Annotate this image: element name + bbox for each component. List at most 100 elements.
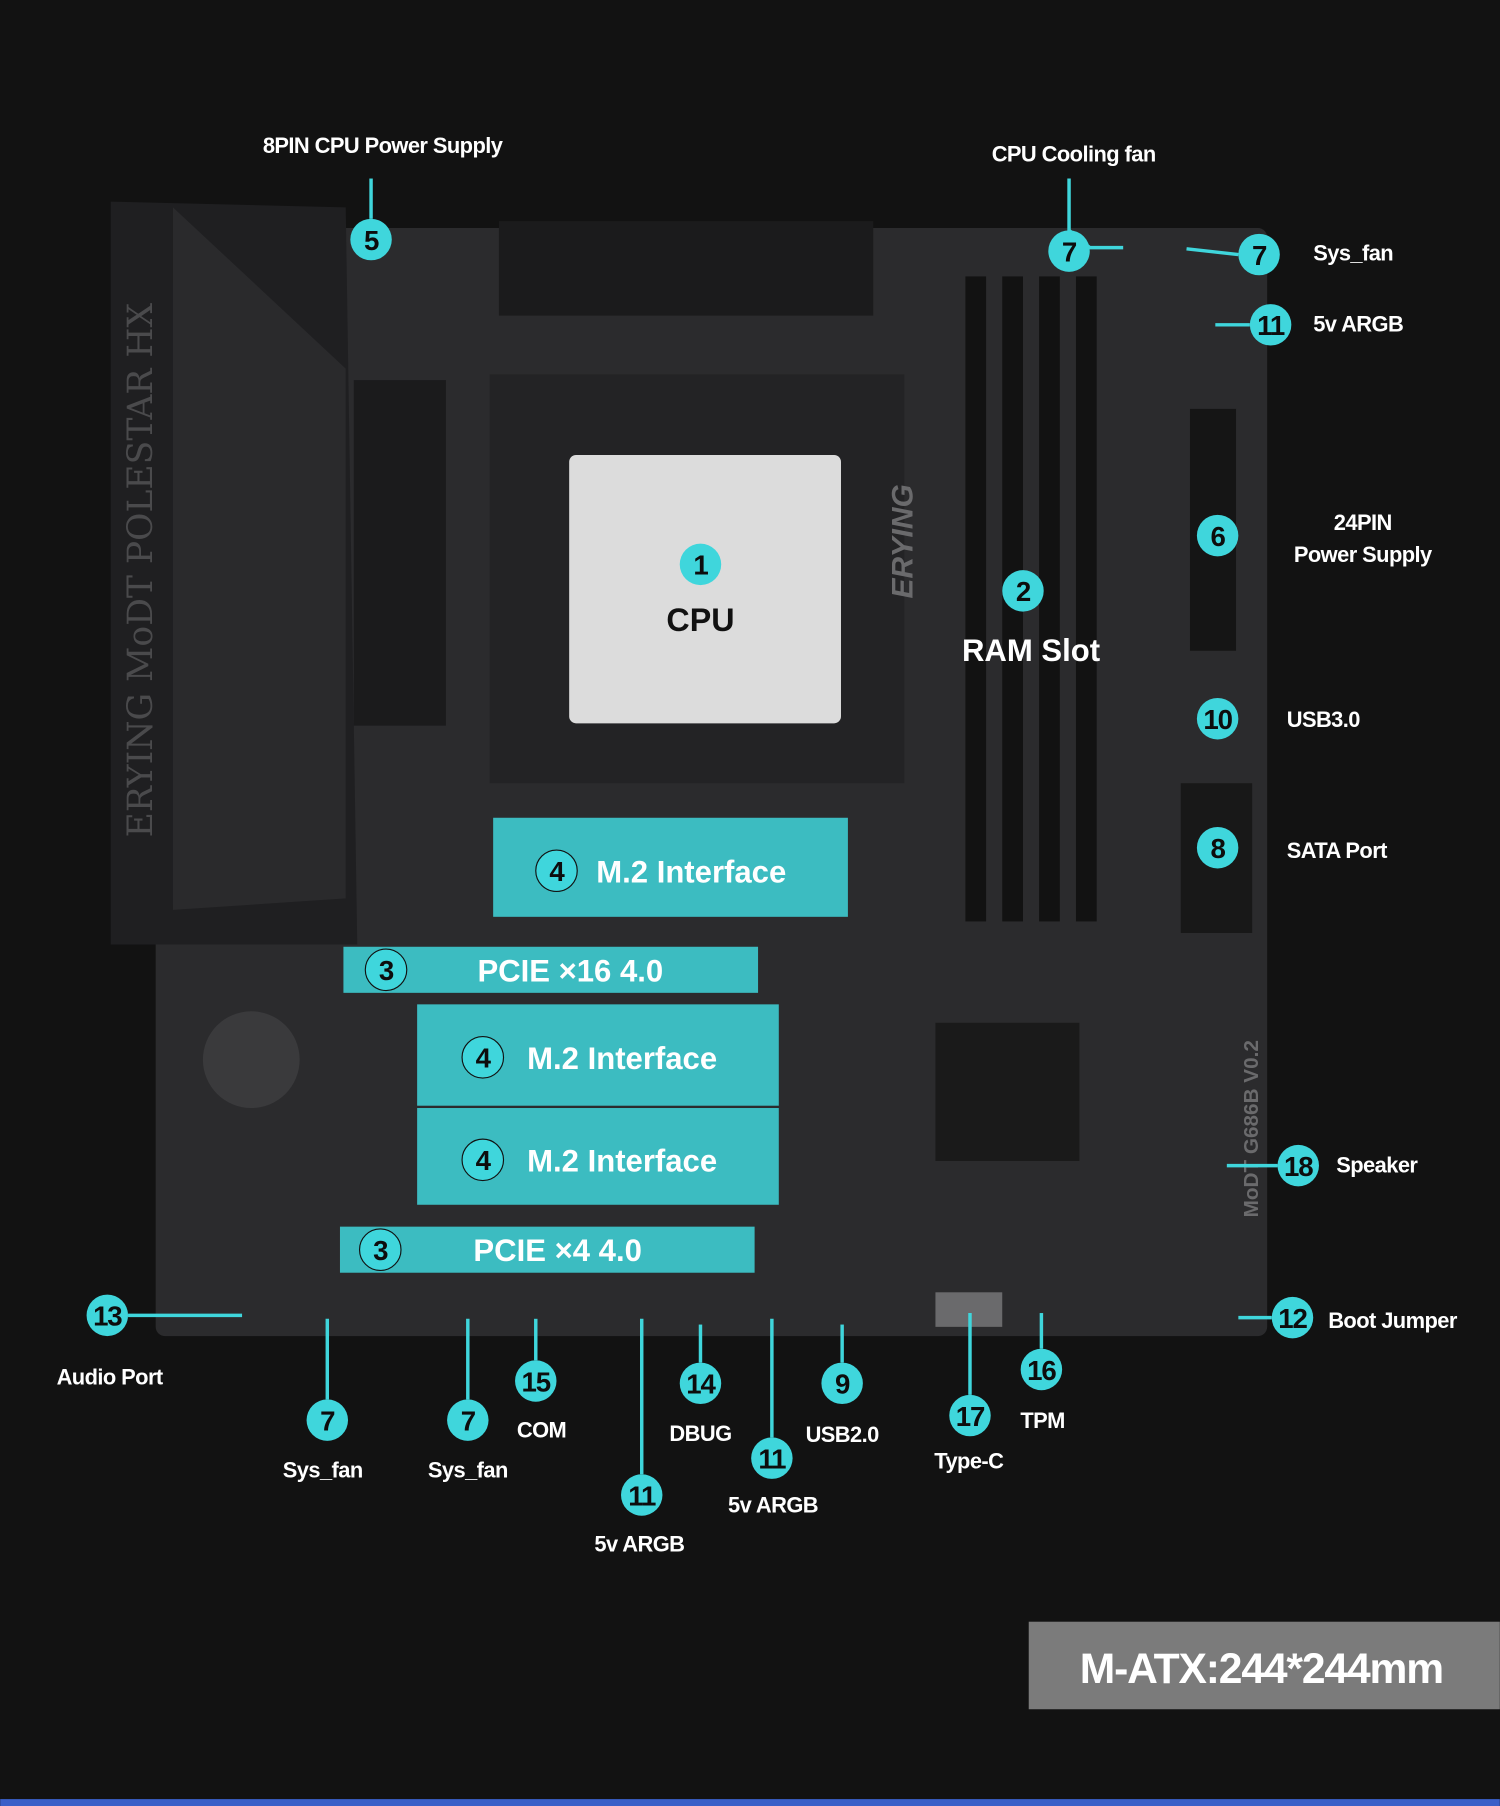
callout-number: 4 xyxy=(476,1145,492,1176)
callout-label: 5v ARGB xyxy=(1313,312,1403,337)
ram-slots xyxy=(965,276,1097,922)
highlight-label: M.2 Interface xyxy=(596,854,786,889)
leader-line xyxy=(1186,247,1239,257)
callout-badge xyxy=(1048,230,1090,272)
board-brand-print: ERYING xyxy=(886,484,919,598)
ram-slot xyxy=(1075,276,1097,922)
bottom-bar xyxy=(0,1799,1500,1806)
callout-badge xyxy=(1002,570,1044,612)
vrm-heatsink-left xyxy=(353,380,446,726)
callout-number: 18 xyxy=(1284,1151,1313,1182)
callout-number: 8 xyxy=(1211,833,1226,864)
vrm-heatsink-top xyxy=(498,221,874,316)
callout-badge xyxy=(358,1228,402,1271)
callout-badge xyxy=(86,1294,129,1337)
callout-number: 11 xyxy=(758,1444,786,1475)
callout-badge xyxy=(821,1362,863,1405)
callout-label: Audio Port xyxy=(57,1364,164,1389)
callout-number: 7 xyxy=(320,1406,335,1437)
highlight-label: PCIE ×4 4.0 xyxy=(473,1233,641,1268)
form-factor-text: M-ATX:244*244mm xyxy=(1080,1645,1443,1693)
cpu-socket xyxy=(569,454,841,724)
callout-label: USB2.0 xyxy=(806,1422,880,1447)
callout-label: CPU Cooling fan xyxy=(992,141,1156,166)
callout-label: Sys_fan xyxy=(1313,240,1393,265)
cpu-label: CPU xyxy=(666,602,734,638)
callout-badge xyxy=(461,1036,505,1079)
callout-label: 24PIN xyxy=(1334,510,1392,535)
callout-badge xyxy=(1196,697,1239,740)
callout-badge xyxy=(1238,233,1280,276)
callout-label: USB3.0 xyxy=(1287,707,1361,732)
callout-badge xyxy=(1249,304,1292,346)
callout-label: 5v ARGB xyxy=(594,1531,684,1556)
callout-badge xyxy=(461,1138,505,1182)
callout-label: Type-C xyxy=(934,1449,1004,1474)
callout-badge xyxy=(621,1474,663,1516)
cmos-battery xyxy=(202,1011,300,1109)
callout-badge xyxy=(447,1399,489,1441)
callout-label: Speaker xyxy=(1336,1153,1418,1178)
callout-label: 8PIN CPU Power Supply xyxy=(263,133,504,158)
callout-label: DBUG xyxy=(669,1421,731,1446)
callout-badge xyxy=(679,1362,722,1405)
ram-label: RAM Slot xyxy=(962,633,1100,668)
callout-number: 7 xyxy=(1062,236,1077,267)
callout-number: 6 xyxy=(1211,521,1226,552)
callout-number: 7 xyxy=(461,1406,476,1437)
callout-badge xyxy=(364,948,408,992)
callout-badge xyxy=(535,849,578,893)
callout-number: 9 xyxy=(835,1369,850,1400)
highlight-pcie-slot xyxy=(339,1226,755,1273)
callout-label: COM xyxy=(517,1417,566,1442)
callout-badge xyxy=(1196,826,1239,869)
board-revision-print: MoDT G686B V0.2 xyxy=(1240,1040,1263,1217)
callout-number: 12 xyxy=(1278,1303,1307,1334)
callout-number: 11 xyxy=(1257,310,1285,341)
callout-number: 16 xyxy=(1027,1355,1056,1386)
callout-badge xyxy=(515,1360,557,1402)
highlight-label: PCIE ×16 4.0 xyxy=(477,953,663,988)
callout-badge xyxy=(1196,514,1239,557)
callout-number: 7 xyxy=(1252,240,1267,271)
callout-number: 14 xyxy=(686,1369,716,1400)
ram-slot xyxy=(965,276,987,922)
callout-badge xyxy=(949,1394,991,1437)
callout-badge xyxy=(679,543,722,586)
callout-label: SATA Port xyxy=(1287,838,1388,863)
highlight-label: M.2 Interface xyxy=(527,1143,717,1178)
callout-number: 3 xyxy=(373,1235,388,1266)
callout-label: 5v ARGB xyxy=(728,1492,818,1517)
callout-number: 4 xyxy=(476,1043,492,1074)
callout-badge xyxy=(1277,1144,1319,1187)
callout-number: 5 xyxy=(364,225,379,256)
callout-label: Boot Jumper xyxy=(1328,1308,1458,1333)
callout-badge xyxy=(350,218,392,261)
callout-badge xyxy=(751,1437,793,1479)
chipset-heatsink xyxy=(935,1022,1080,1161)
callout-number: 13 xyxy=(93,1301,122,1332)
callout-label: Sys_fan xyxy=(428,1458,508,1483)
callout-number: 10 xyxy=(1203,704,1232,735)
ram-slot xyxy=(1039,276,1060,922)
callout-number: 11 xyxy=(628,1480,656,1511)
form-factor-badge: M-ATX:244*244mm xyxy=(1028,1621,1500,1710)
callout-label: TPM xyxy=(1020,1408,1064,1433)
highlight-pcie-slot xyxy=(343,946,759,993)
callout-badge xyxy=(306,1399,349,1441)
callout-number: 2 xyxy=(1016,576,1031,607)
callout-label: Power Supply xyxy=(1294,542,1433,567)
callout-number: 4 xyxy=(549,856,565,887)
callout-number: 17 xyxy=(956,1401,985,1432)
highlight-label: M.2 Interface xyxy=(527,1041,717,1076)
callout-label: Sys_fan xyxy=(283,1458,363,1483)
callout-badge xyxy=(1020,1348,1063,1391)
callout-number: 3 xyxy=(379,955,394,986)
board-model-print: ERYING MoDT POLESTAR HX xyxy=(121,302,161,837)
callout-number: 1 xyxy=(693,550,708,581)
callout-badge xyxy=(1271,1296,1314,1339)
callout-number: 15 xyxy=(522,1366,551,1397)
